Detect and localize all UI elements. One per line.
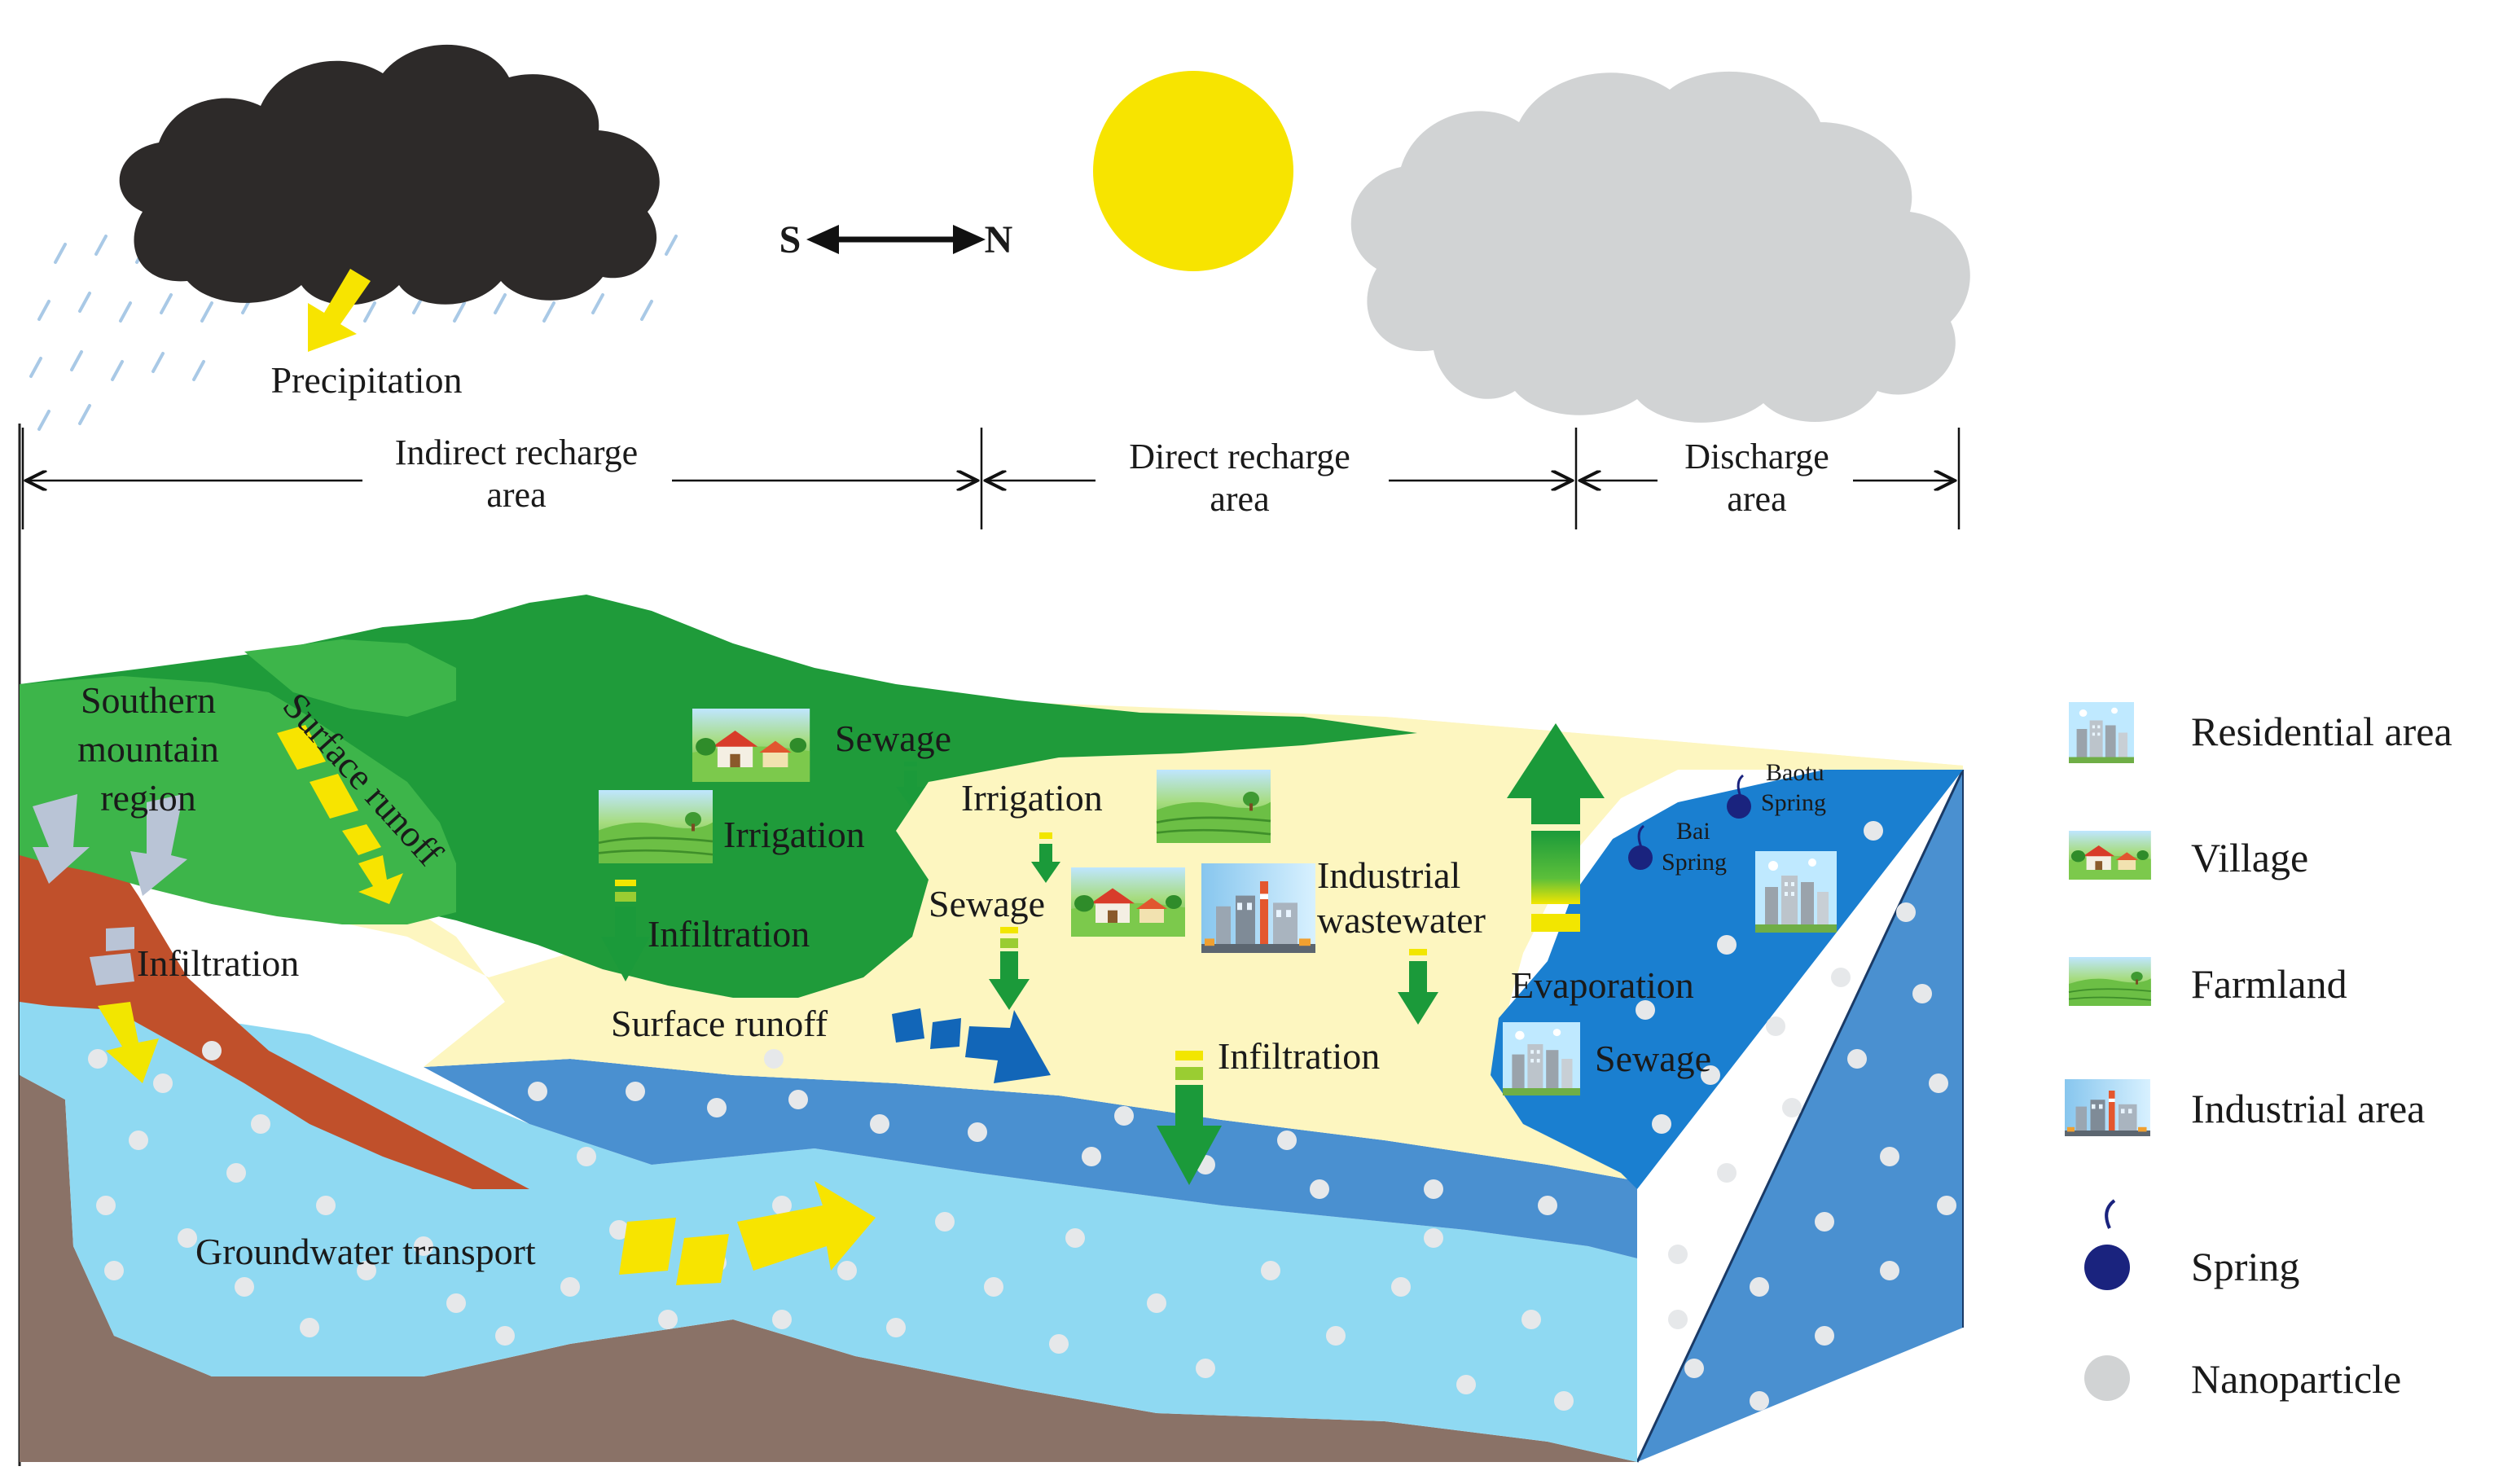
- legend-item-industrial: Industrial area: [2065, 1079, 2425, 1136]
- legend-label-residential: Residential area: [2191, 709, 2452, 754]
- farmland-icon: [597, 788, 714, 865]
- label-infiltration-right: Infiltration: [1218, 1035, 1380, 1077]
- farmland-icon: [1155, 768, 1272, 845]
- baotu-spring: [1727, 774, 1751, 819]
- compass-north: N: [985, 218, 1013, 261]
- precipitation-arrow: [308, 269, 371, 352]
- label-irrigation-left: Irrigation: [723, 814, 865, 855]
- label-industrial: Industrial: [1317, 854, 1460, 896]
- label-baotu: Baotu: [1766, 759, 1824, 786]
- label-irrigation-mid: Irrigation: [961, 777, 1103, 819]
- legend-label-industrial: Industrial area: [2191, 1086, 2425, 1131]
- infiltration-green-arrows: [601, 762, 1438, 1185]
- legend-label-village: Village: [2191, 835, 2308, 880]
- label-infiltration-left: Infiltration: [137, 942, 299, 984]
- zone-direct-line1: Direct recharge: [1129, 437, 1350, 476]
- legend-label-nanoparticle: Nanoparticle: [2191, 1356, 2401, 1402]
- label-evaporation: Evaporation: [1511, 964, 1694, 1006]
- zone-direct-line2: area: [1210, 479, 1269, 519]
- label-southern: Southern: [81, 679, 216, 721]
- label-sewage-right: Sewage: [1595, 1038, 1711, 1079]
- label-baotu-spring: Spring: [1761, 789, 1826, 816]
- evaporation-arrow: [1507, 723, 1605, 932]
- storm-cloud: [119, 44, 660, 305]
- label-sewage-top: Sewage: [835, 718, 951, 759]
- label-sewage-mid: Sewage: [929, 883, 1045, 924]
- label-wastewater: wastewater: [1317, 899, 1486, 941]
- map-labels: Southern mountain region Surface runoff …: [77, 679, 1826, 1272]
- surface-runoff-blue-arrow: [892, 1008, 1051, 1083]
- grey-cloud: [1350, 71, 1970, 423]
- deep-aquifer: [424, 1059, 1637, 1258]
- surface-runoff-diag-arrow: [277, 725, 403, 904]
- label-infiltration-mid: Infiltration: [648, 913, 810, 955]
- village-icon: [692, 709, 810, 782]
- label-groundwater-transport: Groundwater transport: [195, 1231, 536, 1272]
- residential-icon: [1755, 851, 1837, 933]
- zone-discharge-line2: area: [1727, 479, 1786, 519]
- legend-item-farmland: Farmland: [2067, 955, 2347, 1008]
- nanoparticles: [88, 821, 1956, 1411]
- zone-discharge-line1: Discharge: [1684, 437, 1829, 476]
- groundwater-transport-arrow: [619, 1181, 876, 1285]
- nanoparticle-icon: [2084, 1355, 2130, 1401]
- bedrock-layer: [20, 1075, 1637, 1462]
- legend-item-village: Village: [2069, 831, 2308, 880]
- discharge-water: [1491, 770, 1963, 1189]
- industrial-icon: [2065, 1079, 2150, 1136]
- zone-indirect-line1: Indirect recharge: [395, 432, 638, 472]
- village-icon: [1071, 867, 1185, 937]
- label-mountain: mountain: [77, 728, 219, 770]
- industrial-icon: [1201, 863, 1315, 953]
- zone-indirect-line2: area: [486, 475, 546, 515]
- residential-icon: [1503, 1022, 1580, 1095]
- legend: Residential area Village Farmland Indust…: [2065, 702, 2452, 1402]
- bai-spring: [1628, 824, 1653, 870]
- label-bai-spring: Spring: [1662, 849, 1727, 876]
- compass: S N: [779, 218, 1013, 261]
- label-surface-runoff: Surface runoff: [611, 1003, 828, 1044]
- farmland-icon: [2067, 955, 2152, 1008]
- legend-item-residential: Residential area: [2069, 702, 2452, 763]
- legend-label-spring: Spring: [2191, 1244, 2299, 1289]
- residential-icon: [2069, 702, 2134, 763]
- infiltration-arrows-grey: [33, 794, 187, 986]
- compass-south: S: [779, 218, 801, 261]
- spring-icon: [2084, 1199, 2130, 1290]
- label-bai: Bai: [1676, 818, 1710, 845]
- sun: [1093, 71, 1293, 271]
- legend-item-spring: Spring: [2084, 1199, 2299, 1290]
- precipitation-label: Precipitation: [270, 359, 462, 401]
- infiltration-yellow-arrow: [98, 1002, 159, 1083]
- village-icon: [2069, 831, 2151, 880]
- legend-item-nanoparticle: Nanoparticle: [2084, 1355, 2401, 1402]
- label-region: region: [100, 777, 196, 819]
- mountain-light: [20, 676, 456, 924]
- legend-label-farmland: Farmland: [2191, 961, 2347, 1007]
